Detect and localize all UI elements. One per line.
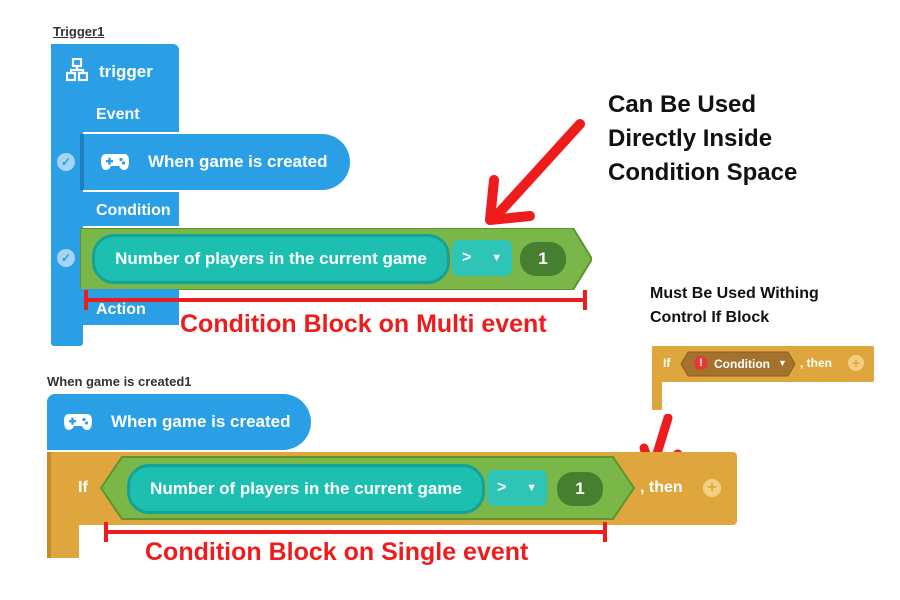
can-be-used-line1: Can Be Used — [608, 91, 757, 118]
operator-value: > — [461, 249, 472, 266]
players-count-pill[interactable]: Number of players in the current game — [92, 234, 450, 284]
trigger-block-title: Trigger1 — [53, 24, 105, 39]
trigger-block-header[interactable]: trigger — [51, 44, 179, 98]
must-be-used-note: Must Be Used Withing Control If Block — [650, 282, 819, 330]
if-label: If — [78, 479, 88, 496]
dropdown-caret-icon: ▼ — [526, 482, 538, 494]
mini-add-icon[interactable]: + — [848, 355, 864, 371]
warning-icon: ! — [694, 356, 708, 370]
action-section: Action — [51, 289, 179, 325]
then-label: , then — [640, 479, 683, 496]
event-check-icon[interactable]: ✓ — [57, 153, 75, 171]
operator-dropdown[interactable]: > ▼ — [452, 240, 512, 276]
multi-event-span-marker — [84, 290, 587, 310]
mini-if-block[interactable]: If ! Condition ▼ , then + — [652, 346, 874, 382]
single-event-span-marker — [104, 522, 607, 542]
must-be-used-line2: Control If Block — [650, 309, 770, 326]
players-count-pill-2[interactable]: Number of players in the current game — [127, 464, 485, 514]
mini-then-label: , then — [800, 356, 832, 370]
mini-caret-icon[interactable]: ▼ — [778, 358, 787, 368]
event-block-when-game-created[interactable]: When game is created — [80, 134, 350, 190]
can-be-used-line2: Directly Inside — [608, 125, 773, 152]
add-else-icon[interactable]: + — [703, 479, 721, 497]
condition-check-icon[interactable]: ✓ — [57, 249, 75, 267]
gamepad-icon — [64, 414, 92, 430]
must-be-used-line1: Must Be Used Withing — [650, 285, 819, 302]
condition-section: Condition — [51, 192, 179, 226]
mini-condition-label[interactable]: Condition — [714, 357, 770, 371]
single-event-caption: Condition Block on Single event — [145, 538, 529, 566]
value-number-pill-2[interactable]: 1 — [557, 472, 603, 506]
hierarchy-icon — [66, 58, 88, 82]
red-arrow-icon — [485, 119, 585, 225]
event-section: Event — [51, 98, 179, 132]
trigger-header-label: trigger — [99, 62, 153, 81]
event-block-label: When game is created — [148, 152, 328, 171]
event-block-when-game-created-2[interactable]: When game is created — [47, 394, 311, 450]
event-block-label-2: When game is created — [111, 412, 291, 431]
mini-condition-slot — [680, 351, 796, 377]
value-number-pill[interactable]: 1 — [520, 242, 566, 276]
can-be-used-note: Can Be Used Directly Inside Condition Sp… — [608, 88, 797, 190]
multi-event-caption: Condition Block on Multi event — [180, 310, 547, 338]
operator-dropdown-2[interactable]: > ▼ — [487, 470, 547, 506]
event-label: Event — [96, 106, 140, 123]
gamepad-icon — [101, 154, 129, 170]
condition-label: Condition — [96, 202, 171, 219]
dropdown-caret-icon: ▼ — [491, 252, 503, 264]
operator-value-2: > — [496, 479, 507, 496]
can-be-used-line3: Condition Space — [608, 159, 798, 186]
mini-if-label: If — [663, 356, 671, 370]
single-event-title: When game is created1 — [47, 374, 192, 389]
action-label: Action — [96, 301, 146, 318]
